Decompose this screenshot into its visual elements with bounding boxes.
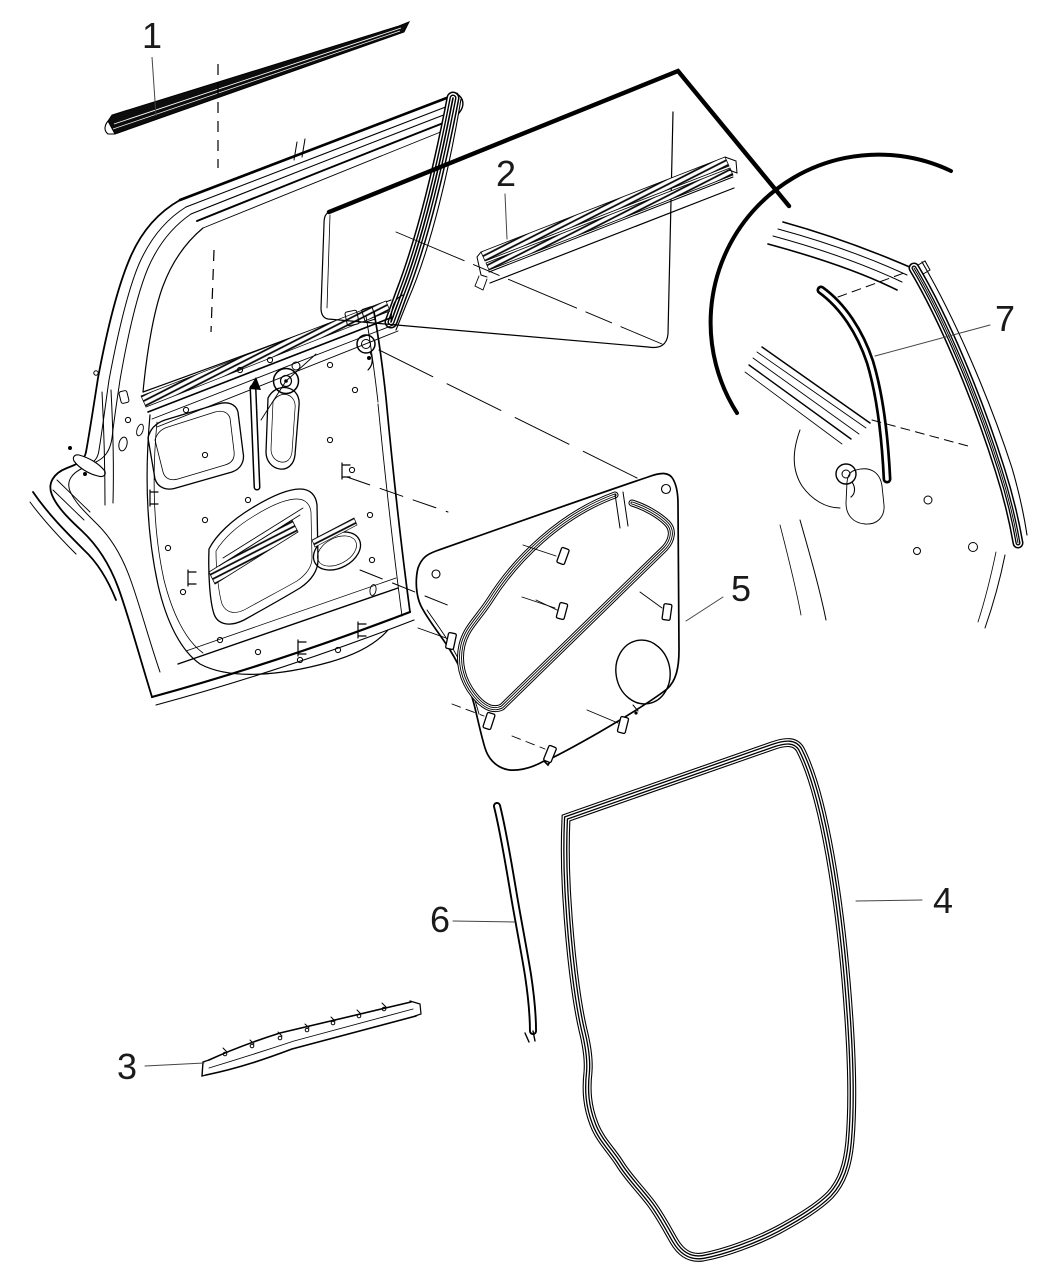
part-4-door-opening-seal [565, 743, 923, 1258]
window-glass-top-edge [326, 68, 792, 215]
callout-2-leader [504, 193, 508, 240]
callout-numbers: 1 2 3 4 5 6 7 [117, 15, 1015, 1087]
callout-6-leader [452, 920, 515, 923]
callout-7-leader [874, 324, 991, 357]
callout-2: 2 [496, 153, 516, 194]
part-5-water-shield [415, 472, 724, 771]
part-3-sill-molding [144, 1000, 422, 1077]
callout-1-leader [151, 56, 157, 117]
part-2-glass-and-molding [320, 68, 792, 349]
callout-3-leader [144, 1062, 205, 1067]
assembly-dash-door-to-shield [378, 349, 638, 479]
frame-to-glass-leader [395, 231, 663, 345]
callout-3: 3 [117, 1046, 137, 1087]
detail-view-item-7 [708, 152, 1028, 629]
part-6-seal-strip [452, 806, 535, 1043]
part-1-belt-molding [104, 21, 411, 333]
callout-7: 7 [995, 298, 1015, 339]
callout-5: 5 [731, 568, 751, 609]
callout-1: 1 [142, 15, 162, 56]
callout-6: 6 [430, 899, 450, 940]
water-shield-outline [415, 472, 680, 771]
callout-4-leader [855, 899, 923, 902]
rear-door-assembly [29, 94, 638, 706]
callout-4: 4 [933, 880, 953, 921]
assembly-dash-line-1b [210, 249, 215, 333]
detail-circle-arc [708, 152, 953, 415]
callout-5-leader [685, 596, 724, 622]
